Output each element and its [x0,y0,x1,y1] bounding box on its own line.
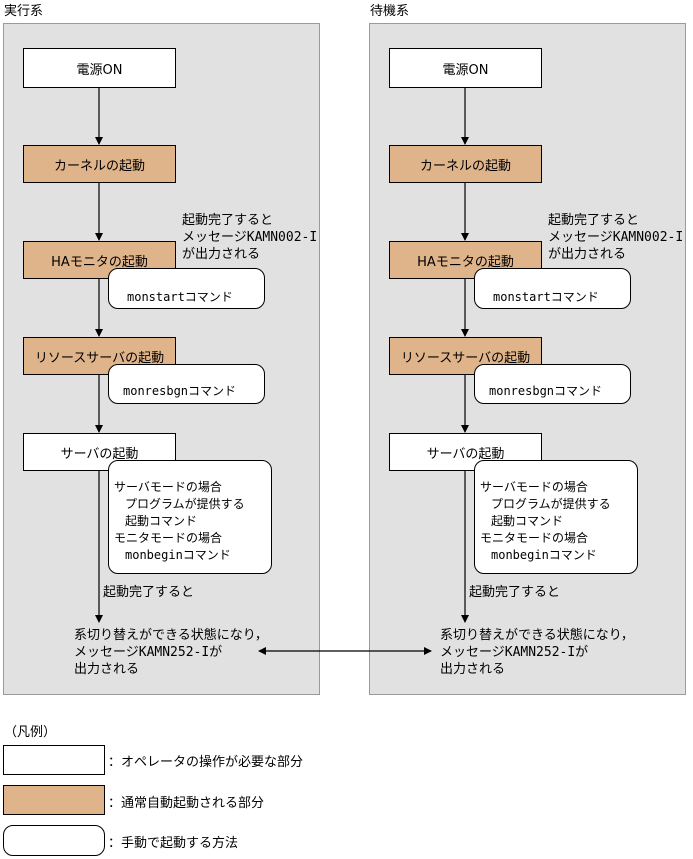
standby-system-title: 待機系 [370,4,410,19]
monresbgn-command-standby: monresbgnコマンド [474,364,631,404]
power-on-box-active: 電源ON [23,48,176,88]
monstart-command-active: monstartコマンド [108,268,265,309]
switchover-ready-message-standby: 系切り替えができる状態になり， メッセージKAMN252-Iが 出力される [440,628,634,677]
legend-auto-start-label: ：通常自動起動される部分 [108,796,265,811]
legend-manual-op-label: ：オペレータの操作が必要な部分 [108,755,304,770]
resource-server-start-box-standby: リソースサーバの起動 [389,337,542,375]
server-start-box-standby: サーバの起動 [389,433,542,471]
kernel-start-box-standby: カーネルの起動 [389,145,542,183]
kamn002-note-active: 起動完了すると メッセージKAMN002-I が出力される [182,213,318,262]
startup-complete-note-standby: 起動完了すると [469,585,561,600]
kamn002-note-standby: 起動完了すると メッセージKAMN002-I が出力される [548,213,684,262]
ha-monitor-start-box-active: HAモニタの起動 [23,241,176,279]
legend-manual-cmd-label: ：手動で起動する方法 [108,836,239,851]
legend-manual-cmd-swatch [3,825,105,856]
server-command-active: サーバモードの場合 プログラムが提供する 起動コマンド モニタモードの場合 mo… [108,460,272,574]
switchover-ready-message-active: 系切り替えができる状態になり， メッセージKAMN252-Iが 出力される [74,628,268,677]
server-start-box-active: サーバの起動 [23,433,176,471]
active-system-title: 実行系 [4,4,44,19]
kernel-start-box-active: カーネルの起動 [23,145,176,183]
legend-manual-op-swatch [3,745,105,775]
legend-title: （凡例） [4,725,57,740]
server-command-standby: サーバモードの場合 プログラムが提供する 起動コマンド モニタモードの場合 mo… [474,460,638,574]
monstart-command-standby: monstartコマンド [474,268,631,309]
monresbgn-command-active: monresbgnコマンド [108,364,265,404]
legend-auto-start-swatch [3,785,105,815]
power-on-box-standby: 電源ON [389,48,542,88]
startup-complete-note-active: 起動完了すると [103,585,195,600]
